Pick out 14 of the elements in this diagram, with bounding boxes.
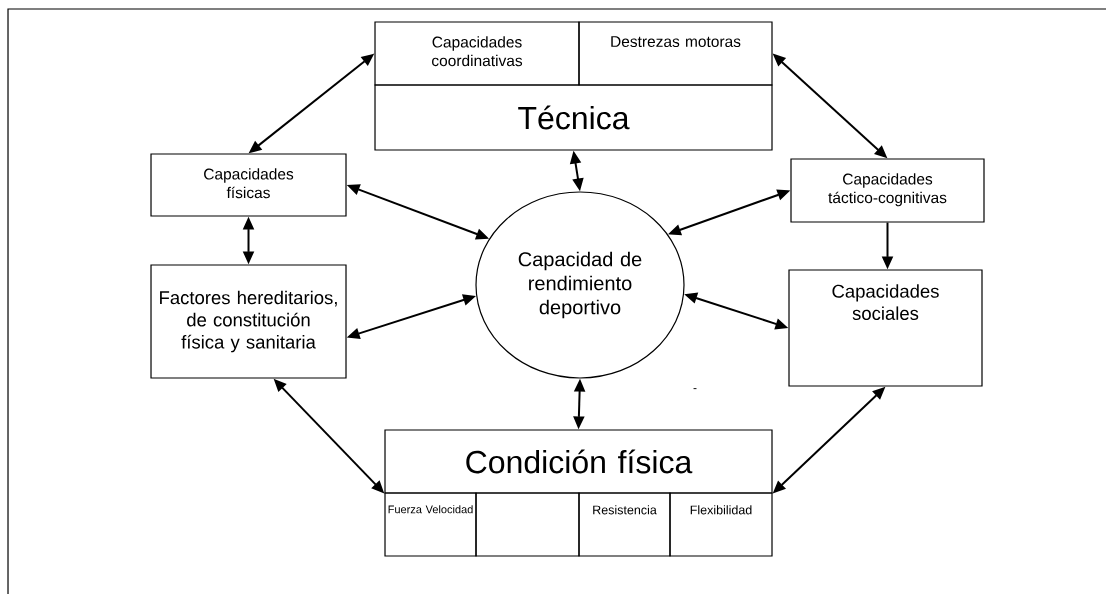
- table-cell: [475, 492, 580, 557]
- table-cell: Fuerza Velocidad: [384, 492, 477, 557]
- label-text: -: [693, 388, 697, 390]
- table-cell: Capacidades coordinativas: [374, 21, 580, 86]
- text-box: Capacidades táctico-cognitivas: [790, 158, 985, 223]
- table-cell: Flexibilidad: [669, 492, 773, 557]
- text-box: Capacidades sociales: [788, 269, 983, 387]
- table-cell: Resistencia: [578, 492, 671, 557]
- ellipse-node: Capacidad de rendimiento deportivo: [475, 191, 685, 379]
- text-box: Factores hereditarios, de constitución física y sanitaria: [150, 264, 347, 379]
- table-cell: Destrezas motoras: [578, 21, 773, 86]
- title-box: Condición física: [384, 429, 773, 494]
- text-box: Capacidades físicas: [150, 153, 347, 217]
- title-box: Técnica: [374, 84, 773, 151]
